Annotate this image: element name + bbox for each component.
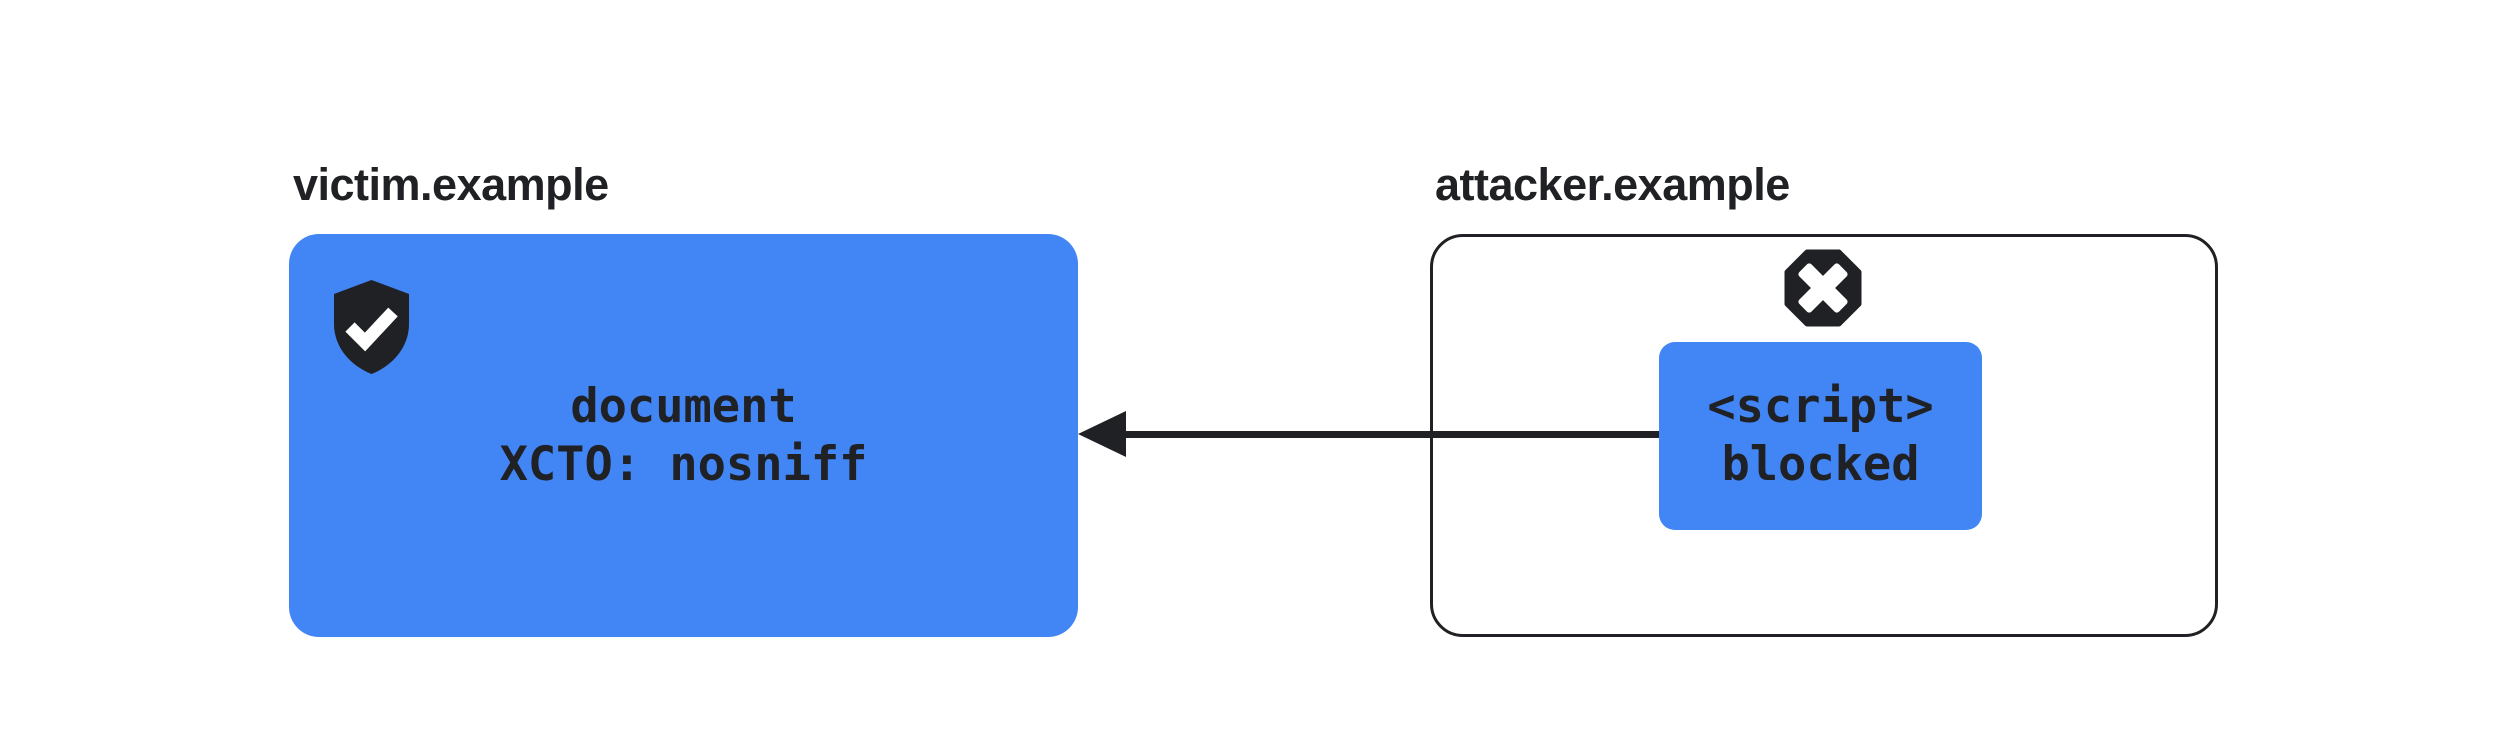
victim-document-box: document XCTO: nosniff	[289, 234, 1078, 637]
blocked-script-box: <script> blocked	[1659, 342, 1982, 530]
blocked-octagon-icon	[1784, 249, 1862, 327]
arrow-head-icon	[1078, 411, 1126, 457]
arrow-shaft	[1118, 431, 1659, 438]
victim-origin-label: victim.example	[293, 159, 609, 210]
script-box-text-line2: blocked	[1721, 437, 1920, 492]
victim-box-text-line1: document	[570, 378, 797, 434]
victim-box-text-line2: XCTO: nosniff	[499, 436, 868, 492]
script-box-text-line1: <script>	[1707, 379, 1934, 434]
shield-check-icon	[334, 280, 409, 374]
attacker-origin-label: attacker.example	[1435, 159, 1790, 210]
